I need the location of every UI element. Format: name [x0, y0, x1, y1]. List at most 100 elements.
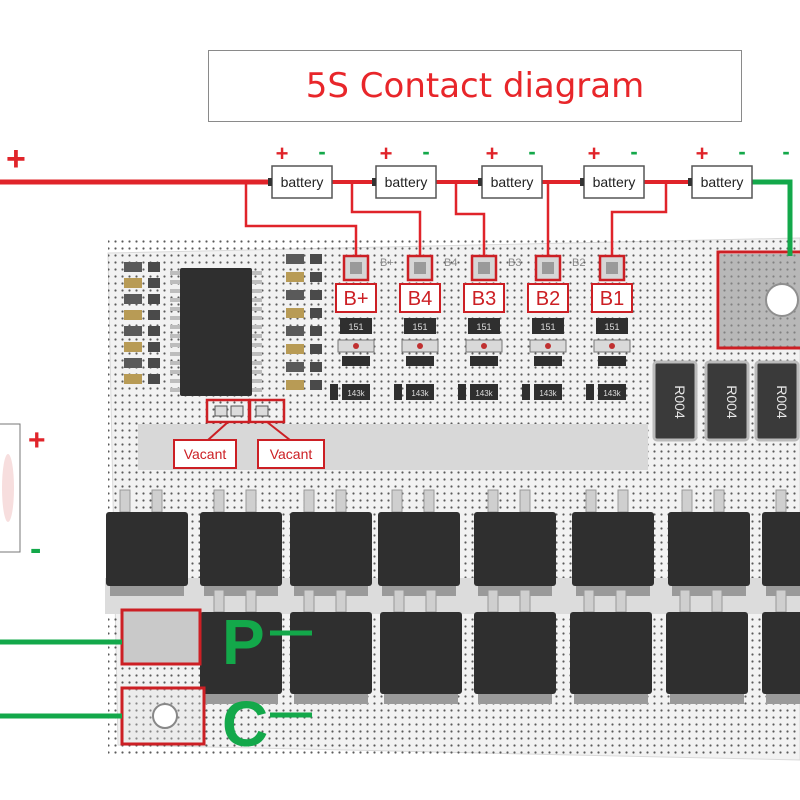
sot-marking: 143k: [539, 389, 557, 398]
pack-side-highlight: [2, 454, 14, 522]
battery-label: battery: [281, 174, 324, 190]
mosfet-lead-6: [585, 489, 597, 513]
mosfet-tab-2: [204, 586, 278, 596]
mosfet-row-bottom: [200, 589, 800, 704]
smd-left-b-4: [148, 310, 160, 320]
smd-parts-right: [286, 254, 322, 390]
pad-solder: [606, 262, 618, 274]
pad-label: B4: [408, 288, 432, 310]
battery-minus-sign: -: [630, 139, 637, 164]
resistor-marking: 151: [412, 322, 427, 332]
mosfet-1: [106, 512, 188, 586]
mosfet-2: [290, 612, 372, 694]
pad-label-box: [527, 283, 569, 313]
p-terminal-label: P: [222, 606, 265, 678]
silkscreen-label: B3: [508, 257, 521, 269]
resistor-marking: 151: [604, 322, 619, 332]
led: [545, 343, 551, 349]
output-pads: [120, 608, 206, 746]
mosfet-lead-b-3: [335, 489, 347, 513]
small-chip: [534, 356, 562, 366]
smd-left-4: [124, 310, 142, 320]
c-terminal-label: C: [222, 688, 268, 760]
mosfet-tab-5: [574, 694, 648, 704]
side-part: [458, 384, 466, 400]
smd-right-1: [286, 254, 304, 264]
mosfet-lead-b-2: [245, 489, 257, 513]
mosfet-tab-2: [294, 694, 368, 704]
battery-minus-sign: -: [528, 139, 535, 164]
battery-plus-sign: +: [380, 141, 393, 166]
mosfet-5: [570, 612, 652, 694]
mosfet-lead-b-5: [615, 589, 627, 613]
mosfet-4: [474, 612, 556, 694]
sot-transistor: [534, 384, 562, 400]
battery-plus-sign: +: [276, 141, 289, 166]
battery-terminal: [372, 178, 376, 186]
smd-left-7: [124, 358, 142, 368]
battery-label: battery: [491, 174, 534, 190]
resistor-151: [532, 318, 564, 334]
resistor-151: [404, 318, 436, 334]
sot-marking: 143k: [475, 389, 493, 398]
pad-label: B1: [600, 288, 624, 310]
mosfet-lead-b-6: [617, 489, 629, 513]
mosfet-lead-b-5: [519, 489, 531, 513]
resistor-151: [468, 318, 500, 334]
shunt-marking-1: R004: [672, 385, 688, 419]
balance-pad-bplus: B+B+: [335, 254, 394, 313]
vacant-pads: Vacant Vacant: [173, 398, 325, 469]
mosfet-lead-1: [119, 489, 131, 513]
negative-pack-wire: [752, 179, 793, 256]
mosfet-lead-5: [487, 489, 499, 513]
vacant-label-2: Vacant: [270, 446, 313, 462]
mosfet-3: [380, 612, 462, 694]
battery-terminal: [688, 178, 692, 186]
side-part: [330, 384, 338, 400]
mosfet-lead-8: [775, 489, 787, 513]
pad-label: B3: [472, 288, 496, 310]
led: [481, 343, 487, 349]
smd-right-6: [286, 344, 304, 354]
pad-label-box: [463, 283, 505, 313]
mosfet-8: [762, 512, 800, 586]
battery-plus-sign: +: [696, 141, 709, 166]
battery-chain: battery+-battery+-battery+-battery+-batt…: [268, 139, 790, 199]
mosfet-tab-7: [766, 694, 800, 704]
title-box: 5S Contact diagram: [208, 50, 742, 122]
mosfet-5: [474, 512, 556, 586]
pack-negative-pad: [716, 250, 800, 350]
battery-body: [481, 165, 543, 199]
mosfet-lead-2: [303, 589, 315, 613]
mosfet-lead-6: [679, 589, 691, 613]
pack-plus-side: +: [28, 424, 46, 457]
battery-5: battery + -: [688, 139, 753, 199]
battery-2: battery+-: [372, 139, 437, 199]
mosfet-lead-7: [775, 589, 787, 613]
battery-label: battery: [701, 174, 744, 190]
mosfet-lead-5: [583, 589, 595, 613]
smd-right-4: [286, 308, 304, 318]
mosfet-tab-5: [478, 586, 552, 596]
battery-minus-sign: -: [318, 139, 325, 164]
battery-plus-sign: +: [486, 141, 499, 166]
smd-left-2: [124, 278, 142, 288]
mosfet-lead-b-4: [423, 489, 435, 513]
mosfet-7: [762, 612, 800, 694]
battery-minus-sign: -: [738, 139, 745, 164]
small-chip: [598, 356, 626, 366]
battery-4: battery+-: [580, 139, 645, 199]
pack-plus-top: +: [6, 140, 26, 178]
smd-right-b-5: [310, 326, 322, 336]
led: [417, 343, 423, 349]
silkscreen-label: B+: [380, 257, 394, 269]
mosfet-lead-b-3: [425, 589, 437, 613]
battery-plus-sign: +: [588, 141, 601, 166]
mosfet-row-top: [106, 489, 800, 596]
pack-minus-side: -: [30, 530, 41, 568]
